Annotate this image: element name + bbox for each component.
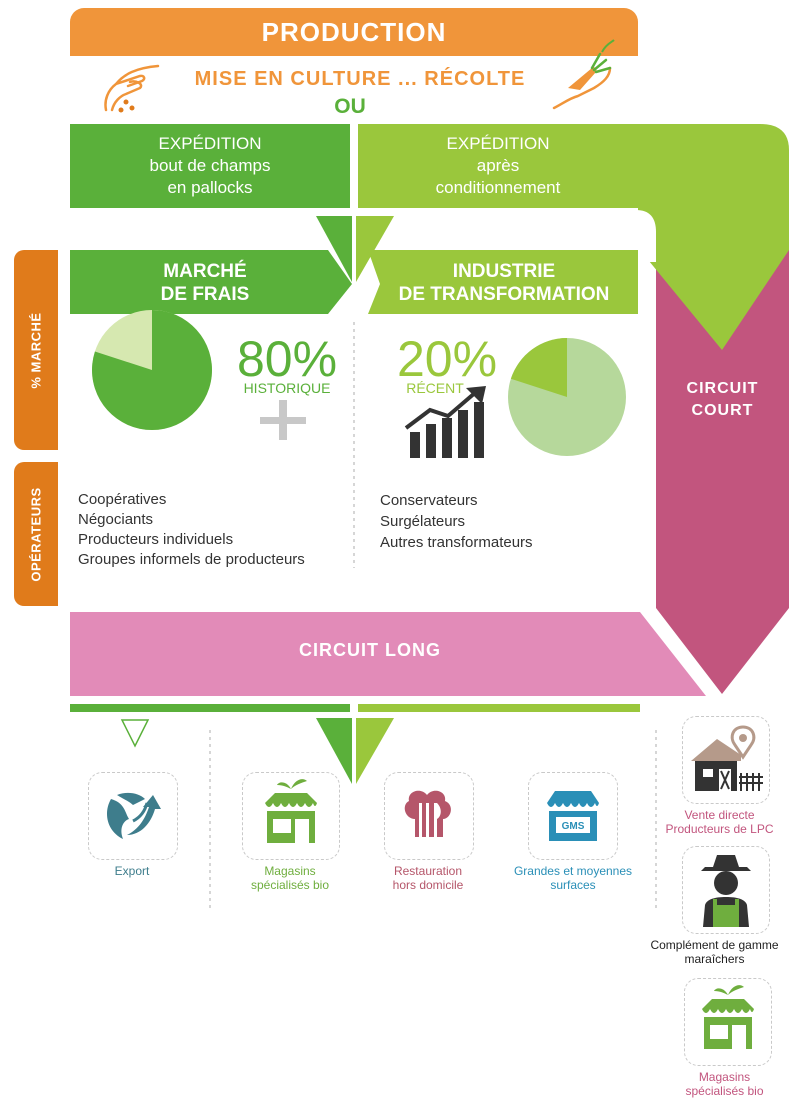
production-banner: PRODUCTION: [70, 8, 638, 56]
export-label-line-1: Export: [114, 864, 150, 878]
list-item: Négociants: [78, 511, 154, 528]
processing-industry-title: INDUSTRIE DE TRANSFORMATION: [370, 254, 638, 312]
fresh-market-title-line-2: DE FRAIS: [160, 284, 250, 305]
expedition-field-line-1: EXPÉDITION: [158, 134, 262, 153]
range-complement-label-line-1: Complément de gamme: [650, 938, 779, 952]
export-label: Export: [78, 864, 186, 878]
fresh-market-pie-chart: [91, 310, 212, 430]
market-share-tab-label: % MARCHÉ: [28, 311, 44, 389]
fresh-market-title: MARCHÉ DE FRAIS: [70, 254, 340, 312]
list-item: Autres transformateurs: [380, 534, 533, 551]
bio-shop-short-label-line-1: Magasins: [698, 1070, 751, 1084]
hand-seeding-icon: [104, 64, 160, 113]
farm-icon: [691, 725, 763, 791]
or-label: OU: [334, 95, 366, 118]
svg-text:GMS: GMS: [562, 821, 585, 832]
hand-harvest-icon: [552, 39, 615, 110]
supermarket-icon-box: GMS: [528, 772, 618, 860]
bio-shop-icon-box: [242, 772, 340, 860]
list-item: Producteurs individuels: [78, 531, 234, 548]
supermarket-label: Grandes et moyennes surfaces: [508, 864, 638, 892]
fresh-market-operators-list: Coopératives Négociants Producteurs indi…: [78, 490, 305, 570]
supermarket-label-line-2: surfaces: [550, 878, 596, 892]
restaurant-label: Restauration hors domicile: [368, 864, 488, 892]
short-circuit-label: CIRCUIT COURT: [656, 378, 789, 422]
market-share-tab: % MARCHÉ: [14, 250, 58, 450]
bio-shop-icon: [702, 985, 754, 1049]
processing-industry-pie-chart: [508, 338, 626, 456]
fresh-market-label: HISTORIQUE: [243, 380, 331, 396]
expedition-field-line-2: bout de champs: [149, 156, 271, 175]
restaurant-label-line-1: Restauration: [393, 864, 463, 878]
farmer-icon-box: [682, 846, 770, 934]
list-item: Surgélateurs: [380, 513, 466, 530]
production-title: PRODUCTION: [261, 16, 447, 47]
processing-industry-label: RÉCENT: [406, 380, 464, 396]
short-circuit-label-line-1: CIRCUIT: [686, 380, 759, 397]
export-icon-box: [88, 772, 178, 860]
operators-tab-label: OPÉRATEURS: [28, 486, 44, 582]
bio-shop-label-line-2: spécialisés bio: [250, 878, 330, 892]
restaurant-icon: [404, 790, 451, 841]
processing-industry-percent: 20%: [396, 331, 498, 387]
bio-shop-icon: [265, 779, 317, 843]
long-circuit-label: CIRCUIT LONG: [299, 640, 441, 660]
supermarket-label-line-1: Grandes et moyennes: [513, 864, 633, 878]
restaurant-label-line-2: hors domicile: [392, 878, 464, 892]
list-item: Groupes informels de producteurs: [78, 551, 305, 568]
bio-shop-short-icon-box: [684, 978, 772, 1066]
expedition-packaged-line-1: EXPÉDITION: [446, 134, 550, 153]
bio-shop-label-line-1: Magasins: [264, 864, 316, 878]
bio-shop-label: Magasins spécialisés bio: [230, 864, 350, 892]
expedition-packaged-line-3: conditionnement: [435, 178, 561, 197]
list-item: Conservateurs: [380, 492, 478, 509]
culture-harvest-label: MISE EN CULTURE ... RÉCOLTE: [194, 68, 526, 90]
bio-shop-short-label: Magasins spécialisés bio: [660, 1070, 789, 1098]
short-circuit-label-line-2: COURT: [691, 402, 754, 419]
processing-industry-title-line-2: DE TRANSFORMATION: [398, 284, 610, 305]
expedition-packaged-box: EXPÉDITION après conditionnement: [358, 124, 638, 208]
range-complement-label: Complément de gamme maraîchers: [640, 938, 789, 966]
processing-industry-title-line-1: INDUSTRIE: [452, 261, 556, 282]
expedition-field-box: EXPÉDITION bout de champs en pallocks: [70, 124, 350, 208]
operators-tab: OPÉRATEURS: [14, 462, 58, 606]
farmer-icon: [701, 855, 751, 927]
direct-sale-label-line-1: Vente directe: [684, 808, 755, 822]
processing-industry-pie-slice: [510, 338, 567, 397]
list-item: Coopératives: [78, 491, 167, 508]
growth-chart-icon: [404, 386, 486, 458]
expedition-packaged-line-2: après: [476, 156, 520, 175]
direct-sale-label: Vente directe Producteurs de LPC: [650, 808, 789, 836]
range-complement-label-line-2: maraîchers: [684, 952, 745, 966]
fresh-market-pie-slice: [91, 310, 212, 430]
fresh-market-title-line-1: MARCHÉ: [163, 261, 247, 282]
expedition-field-line-3: en pallocks: [167, 178, 253, 197]
plus-icon: [260, 400, 306, 440]
export-icon: [107, 792, 161, 839]
restaurant-icon-box: [384, 772, 474, 860]
supermarket-icon: GMS: [547, 791, 599, 841]
direct-sale-label-line-2: Producteurs de LPC: [665, 822, 774, 836]
fresh-market-percent: 80%: [236, 331, 338, 387]
processing-operators-list: Conservateurs Surgélateurs Autres transf…: [380, 490, 533, 553]
bio-shop-short-label-line-2: spécialisés bio: [685, 1084, 764, 1098]
farm-icon-box: [682, 716, 770, 804]
